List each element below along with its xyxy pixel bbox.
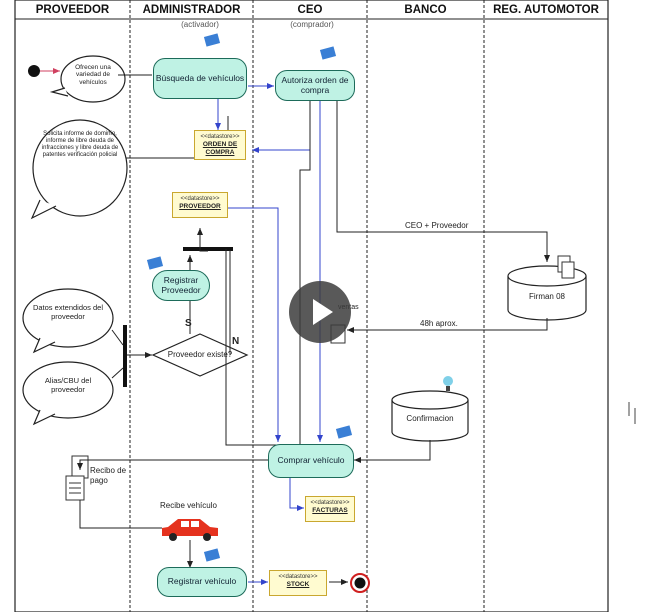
bubble-shapes [22,55,128,426]
bubble-alias-shape [22,361,114,419]
decision-no-label: N [232,336,240,347]
bubble-datos-text: Datos extendidos del proveedor [32,303,104,321]
activity-registrar-vehiculo[interactable]: Registrar vehículo [157,567,247,597]
datastore-stereotype: <<datastore>> [310,500,350,506]
datastore-stock-label: STOCK [286,581,310,589]
decision-label: Proveedor existe? [167,350,233,359]
db-confirmacion-shape [391,390,469,442]
bubble-ofrecen-text: Ofrecen una variedad de vehículos [75,64,111,86]
datastore-proveedor[interactable]: <<datastore>> PROVEEDOR [172,192,228,218]
lane-header-proveedor: PROVEEDOR [35,4,110,16]
lane-grid [14,0,609,612]
lane-note-ceo: (comprador) [290,20,334,29]
activity-busqueda[interactable]: Búsqueda de vehículos [153,58,247,99]
bubble-solicita-text: Solicita informe de dominio, informe de … [41,131,119,158]
datastore-facturas[interactable]: <<datastore>> FACTURAS [305,496,355,522]
text-cursor-icon [628,402,636,424]
bubble-solicita-shape [32,119,128,217]
end-node [350,573,370,593]
datastore-proveedor-label: PROVEEDOR [179,203,221,211]
bubble-ofrecen-shape [60,55,126,103]
computer-icon [146,33,353,562]
db-firman-label: Firman 08 [528,292,565,301]
edge-label-48h: 48h aprox. [420,319,458,328]
lane-header-ceo: CEO [297,4,323,16]
document-icon [557,255,575,279]
datastore-stereotype: <<datastore>> [180,196,220,202]
activity-autoriza[interactable]: Autoriza orden de compra [275,70,355,101]
datastore-stereotype: <<datastore>> [278,574,318,580]
lane-header-banco: BANCO [404,4,447,16]
play-button[interactable] [289,281,351,343]
recibo-label: Recibo de pago [90,466,127,485]
lane-header-administrador: ADMINISTRADOR [142,4,241,16]
bulb-icon [443,376,453,391]
start-node [28,65,40,77]
recibe-vehiculo-label: Recibe vehículo [160,501,217,510]
datastore-facturas-label: FACTURAS [312,507,348,515]
car-icon [162,519,218,541]
join-bar-left [123,325,127,387]
datastore-orden-label: ORDEN DE COMPRA [202,141,238,156]
decision-diamond [151,333,249,377]
datastore-stereotype: <<datastore>> [200,134,240,140]
lane-note-admin: (activador) [181,20,219,29]
document-icon [65,455,89,501]
datastore-stock[interactable]: <<datastore>> STOCK [269,570,327,596]
activity-registrar-proveedor[interactable]: Registrar Proveedor [152,270,210,301]
decision-yes-label: S [185,318,192,329]
bubble-alias-text: Alias/CBU del proveedor [44,376,92,394]
activity-comprar[interactable]: Comprar vehículo [268,444,354,478]
datastore-orden[interactable]: <<datastore>> ORDEN DE COMPRA [194,130,246,160]
bubble-datos-shape [22,288,114,348]
lane-header-reg-automotor: REG. AUTOMOTOR [493,4,599,16]
edge-label-ceo-proveedor: CEO + Proveedor [405,221,469,230]
db-confirmacion-label: Confirmacion [406,414,454,423]
fork-bar-top [183,247,233,251]
